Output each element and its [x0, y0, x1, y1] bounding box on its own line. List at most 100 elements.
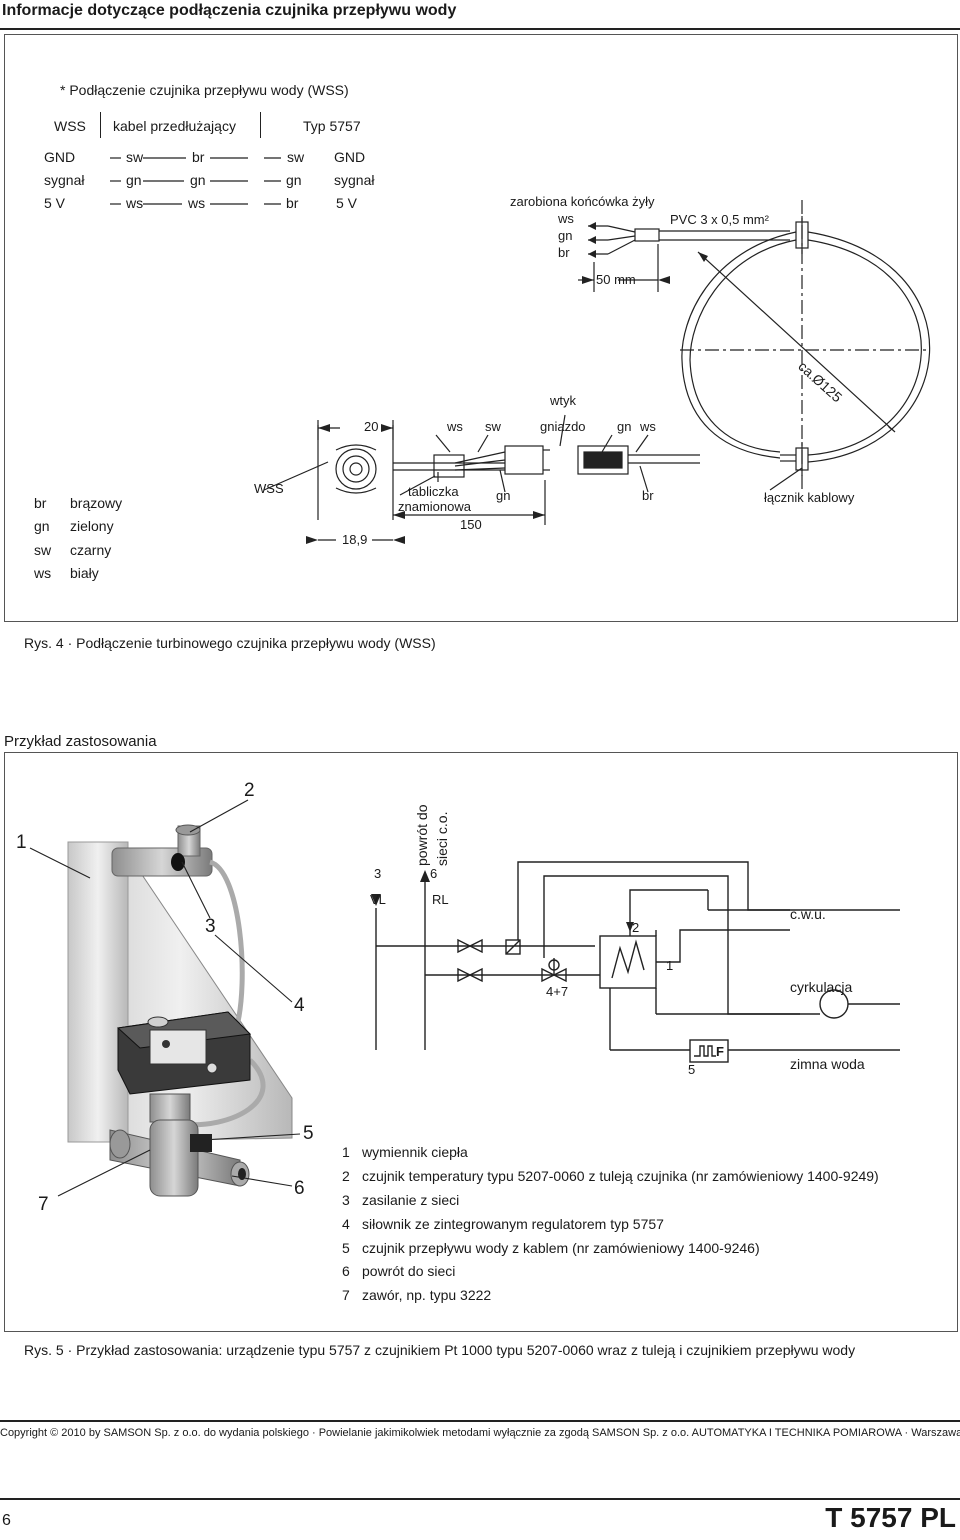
row3-k1: ws [126, 195, 144, 211]
label-br-c: br [642, 488, 654, 503]
legend-item-number: 6 [342, 1263, 350, 1279]
label-wtyk: wtyk [550, 393, 576, 408]
legend-item-text: wymiennik ciepła [362, 1144, 468, 1160]
schema-label-circulation: cyrkulacja [790, 979, 853, 995]
photo-callout-4: 4 [294, 995, 305, 1016]
page-header-title: Informacje dotyczące podłączenia czujnik… [2, 2, 457, 19]
legend-item-text: zawór, np. typu 3222 [362, 1287, 492, 1303]
color-code-sw: sw [34, 542, 52, 558]
legend-item-text: czujnik temperatury typu 5207-0060 z tul… [362, 1168, 879, 1184]
color-name-sw: czarny [70, 542, 112, 558]
label-znamionowa: znamionowa [398, 499, 471, 514]
figure-5-caption: Rys. 5 · Przykład zastosowania: urządzen… [24, 1342, 856, 1358]
schema-label-vl: VL [370, 892, 386, 907]
figure-5-frame [4, 752, 958, 1332]
section-title: Przykład zastosowania [4, 733, 157, 750]
fig5-drawing [29, 799, 900, 1197]
row1-wss: GND [44, 149, 76, 165]
legend-item-number: 4 [342, 1216, 350, 1232]
schema-label-f: F [716, 1044, 724, 1059]
schema-label-rl: RL [432, 892, 449, 907]
legend-item-number: 1 [342, 1144, 350, 1160]
photo-callout-1: 1 [16, 832, 27, 853]
label-lacznik: łącznik kablowy [764, 490, 855, 505]
legend-item: 5 czujnik przepływu wody z kablem (nr zam… [342, 1240, 760, 1256]
footer-bottom-rule [0, 1498, 960, 1500]
photo-callout-2: 2 [244, 780, 255, 801]
label-dim-20: 20 [364, 419, 379, 434]
label-end-title: zarobiona końcówka żyły [510, 194, 655, 209]
header-rule [0, 28, 960, 30]
legend-item-number: 3 [342, 1192, 350, 1208]
row3-wss: 5 V [44, 195, 66, 211]
table-divider-1 [100, 112, 101, 138]
legend-item: 4 siłownik ze zintegrowanym regulatorem t… [342, 1216, 664, 1232]
label-sw-a: sw [485, 419, 501, 434]
label-ws-a: ws [447, 419, 463, 434]
fig4-cable-drawing [110, 157, 931, 544]
row1-k1: sw [126, 149, 144, 165]
row2-k1: gn [126, 172, 142, 188]
row1-k2: br [192, 149, 205, 165]
row3-typ2: 5 V [336, 195, 358, 211]
table-header-wss: WSS [54, 118, 86, 134]
label-dim-50: 50 mm [596, 272, 636, 287]
legend-item: 3 zasilanie z sieci [342, 1192, 459, 1208]
document-code: T 5757 PL [825, 1502, 956, 1533]
photo-callout-5: 5 [303, 1123, 314, 1144]
color-code-gn: gn [34, 518, 50, 534]
label-ws-b: ws [640, 419, 656, 434]
color-name-gn: zielony [70, 518, 114, 534]
label-wss: WSS [254, 481, 284, 496]
label-gniazdo: gniazdo [540, 419, 586, 434]
footer-copyright: Copyright © 2010 by SAMSON Sp. z o.o. do… [0, 1427, 960, 1439]
row1-typ1: sw [287, 149, 305, 165]
legend-item: 6 powrót do sieci [342, 1263, 455, 1279]
table-divider-2 [260, 112, 261, 138]
label-gn-b: gn [617, 419, 632, 434]
legend-item-text: zasilanie z sieci [362, 1192, 460, 1208]
table-header-cable: kabel przedłużający [113, 118, 236, 134]
legend-item-number: 2 [342, 1168, 350, 1184]
row2-typ1: gn [286, 172, 302, 188]
table-header-type: Typ 5757 [303, 118, 361, 134]
legend-item-text: siłownik ze zintegrowanym regulatorem ty… [362, 1216, 664, 1232]
label-end-br: br [558, 245, 570, 260]
schema-label-5: 5 [688, 1062, 696, 1077]
schema-label-1: 1 [666, 958, 674, 973]
footer-rule [0, 1420, 960, 1422]
photo-callout-6: 6 [294, 1178, 305, 1199]
legend-item: 2 czujnik temperatury typu 5207-0060 z tu… [342, 1168, 879, 1184]
label-pvc: PVC 3 x 0,5 mm² [670, 212, 769, 227]
row3-typ1: br [286, 195, 299, 211]
figure-4-caption: Rys. 4 · Podłączenie turbinowego czujnik… [24, 635, 436, 651]
legend-item-number: 7 [342, 1287, 350, 1303]
legend-item: 1 wymiennik ciepła [342, 1144, 468, 1160]
row3-k2: ws [188, 195, 206, 211]
schema-label-4-7: 4+7 [546, 984, 569, 999]
schema-label-2: 2 [632, 920, 640, 935]
label-dim-18-9: 18,9 [342, 532, 368, 547]
color-name-ws: biały [70, 565, 99, 581]
color-name-br: brązowy [70, 495, 123, 511]
schema-label-return-1: powrót do [414, 804, 430, 866]
label-end-ws: ws [558, 211, 574, 226]
legend-item-number: 5 [342, 1240, 350, 1256]
schema-label-cwu: c.w.u. [790, 906, 826, 922]
legend-item-text: czujnik przepływu wody z kablem (nr zamó… [362, 1240, 760, 1256]
figure-4-frame [4, 34, 958, 622]
schema-label-cold-water: zimna woda [790, 1056, 865, 1072]
label-gn-c: gn [496, 488, 511, 503]
row1-typ2: GND [334, 149, 366, 165]
row2-k2: gn [190, 172, 206, 188]
label-tabliczka: tabliczka [408, 484, 459, 499]
label-end-gn: gn [558, 228, 573, 243]
schema-label-return-2: sieci c.o. [434, 811, 450, 866]
color-code-br: br [34, 495, 47, 511]
label-dim-150: 150 [460, 517, 482, 532]
row2-wss: sygnał [44, 172, 85, 188]
fig4-subtitle: * Podłączenie czujnika przepływu wody (W… [60, 82, 349, 98]
legend-item: 7 zawór, np. typu 3222 [342, 1287, 491, 1303]
color-code-ws: ws [34, 565, 52, 581]
legend-item-text: powrót do sieci [362, 1263, 456, 1279]
